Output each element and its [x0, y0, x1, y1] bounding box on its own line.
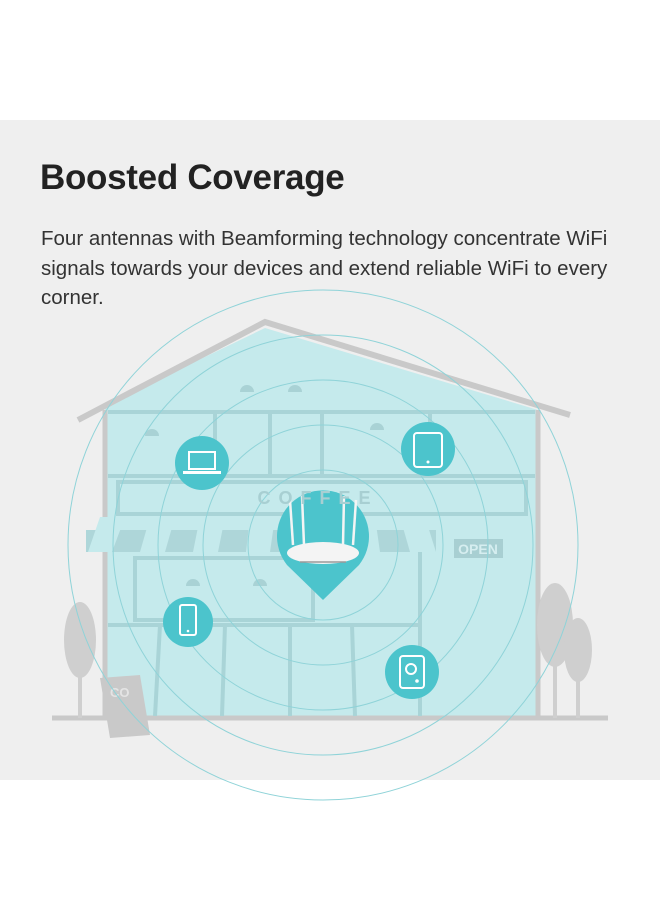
trees — [64, 583, 592, 718]
awning-stripes — [88, 517, 436, 552]
house-roof — [76, 318, 571, 423]
router-icon — [287, 542, 359, 564]
lamps — [145, 385, 384, 586]
feature-title: Boosted Coverage — [40, 158, 345, 197]
laptop-icon — [175, 436, 229, 490]
router-pin — [277, 490, 369, 600]
open-sign-plate — [454, 539, 503, 558]
sandwich-board: CO — [100, 675, 150, 738]
signal-rings — [67, 289, 579, 801]
feature-description: Four antennas with Beamforming technolog… — [41, 227, 608, 309]
board-text: CO — [110, 685, 130, 700]
open-sign: OPEN — [458, 541, 498, 557]
coffee-sign: COFFEE — [257, 488, 378, 508]
smartphone-icon — [163, 597, 213, 647]
tablet-icon — [401, 422, 455, 476]
speaker-icon — [385, 645, 439, 699]
